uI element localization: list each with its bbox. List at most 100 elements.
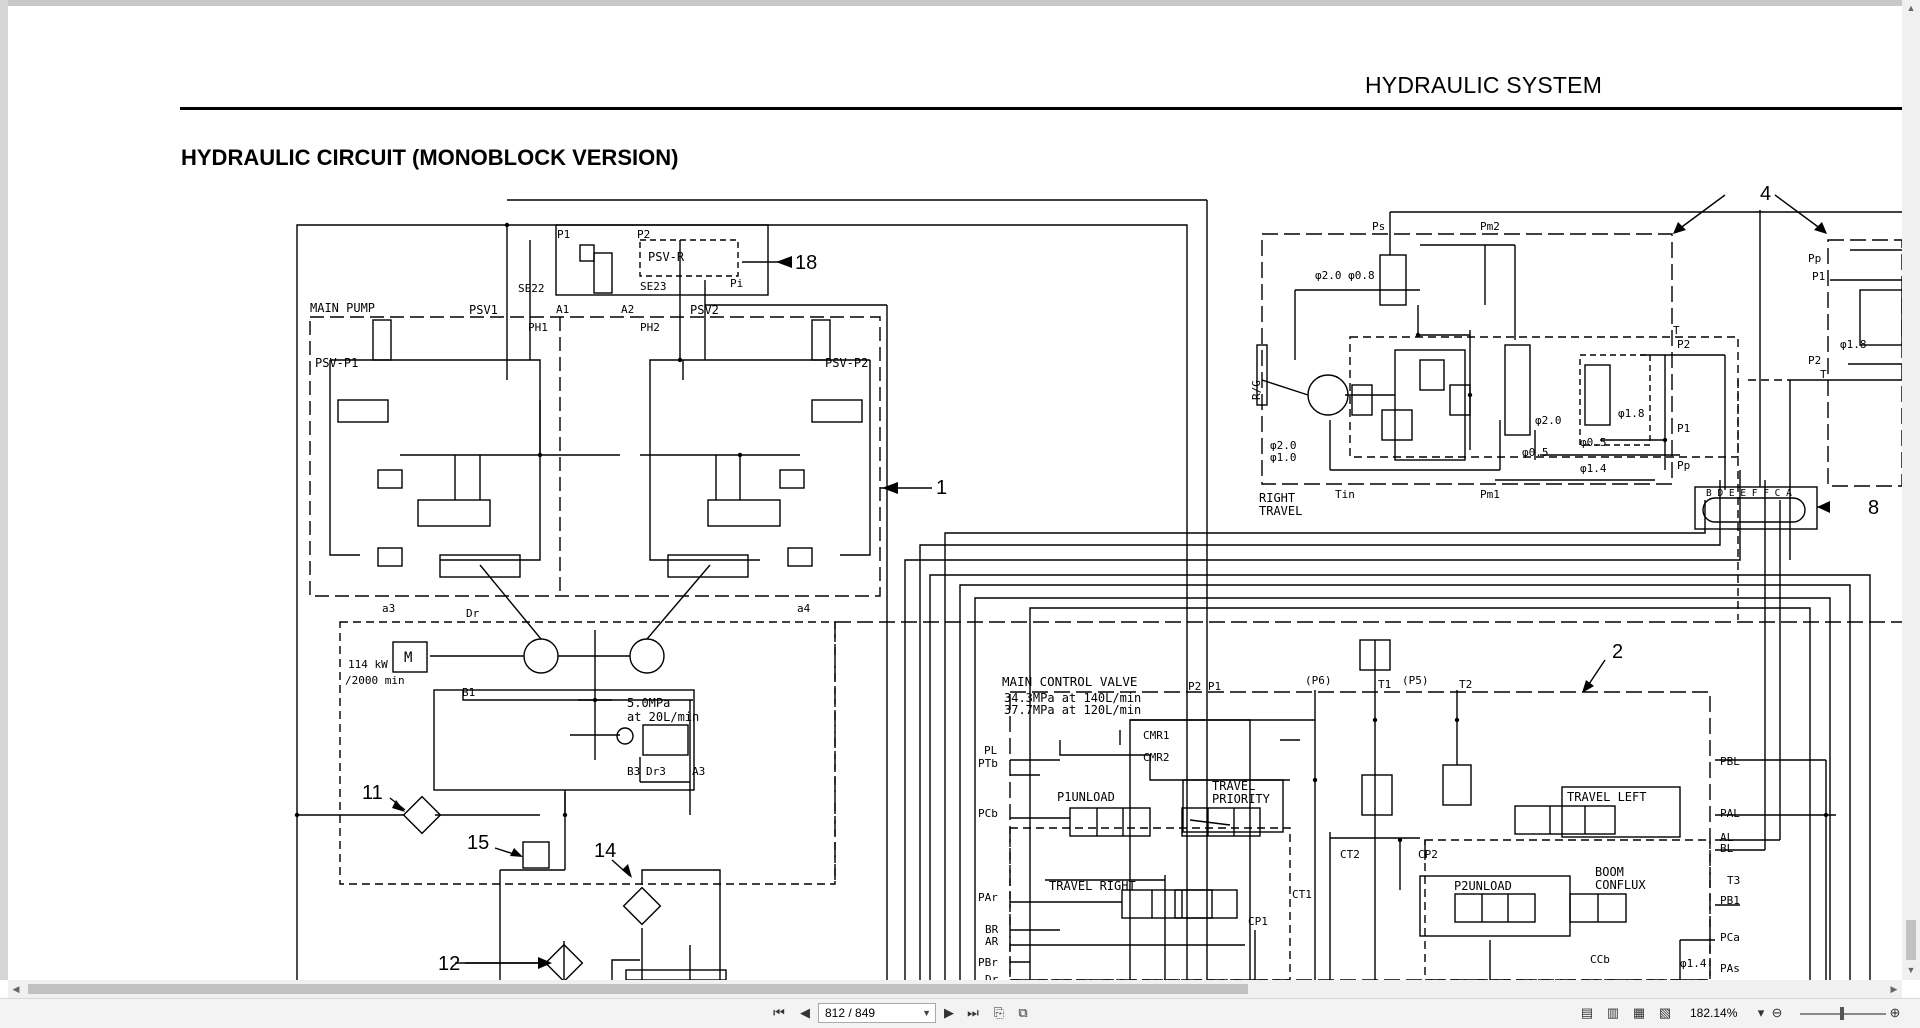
label-pbl: PBL xyxy=(1720,755,1740,768)
label-boom-conflux-1: BOOM xyxy=(1595,865,1624,879)
label-travel-right: TRAVEL RIGHT xyxy=(1049,879,1136,893)
last-page-icon[interactable]: ⏭ xyxy=(967,1005,979,1020)
label-cmr2: CMR2 xyxy=(1143,751,1170,764)
label-p1unload: P1UNLOAD xyxy=(1057,790,1115,804)
zoom-in-icon[interactable]: ⊕ xyxy=(1889,1005,1901,1020)
pump-unit-boundary xyxy=(339,621,836,885)
callout-18: 18 xyxy=(795,252,817,274)
previous-page-icon[interactable]: ◀ xyxy=(800,1005,810,1020)
travel-motor-symbol xyxy=(1307,374,1349,416)
pump-symbol-right xyxy=(629,638,665,674)
label-p5: (P5) xyxy=(1402,674,1429,687)
single-page-view-icon[interactable]: ▤ xyxy=(1580,1005,1594,1020)
zoom-level[interactable]: 182.14% xyxy=(1690,1006,1738,1020)
label-t-right: T xyxy=(1820,368,1827,381)
scroll-left-icon[interactable]: ◀ xyxy=(12,984,20,994)
label-main-pump: MAIN PUMP xyxy=(310,301,375,315)
chevron-down-icon[interactable]: ▼ xyxy=(922,1008,931,1018)
label-ptb: PTb xyxy=(978,757,998,770)
label-phi05b: φ0.5 xyxy=(1580,436,1607,449)
right-travel-boundary xyxy=(1261,233,1673,485)
horizontal-scroll-thumb[interactable] xyxy=(28,984,1248,994)
label-travel-left: TRAVEL LEFT xyxy=(1567,790,1646,804)
label-ct1: CT1 xyxy=(1292,888,1312,901)
label-br: BR xyxy=(985,923,999,936)
label-p1: P1 xyxy=(557,228,570,241)
document-viewport[interactable]: HYDRAULIC SYSTEM HYDRAULIC CIRCUIT (MONO… xyxy=(0,0,1920,980)
label-pas: PAs xyxy=(1720,962,1740,975)
label-ccb: CCb xyxy=(1590,953,1610,966)
section-title: HYDRAULIC CIRCUIT (MONOBLOCK VERSION) xyxy=(181,145,679,170)
vertical-scrollbar[interactable]: ▲ ▼ xyxy=(1902,0,1920,980)
first-page-icon[interactable]: ⏮ xyxy=(773,1005,785,1020)
label-phi10: φ1.0 xyxy=(1270,451,1297,464)
facing-view-icon[interactable]: ▦ xyxy=(1632,1005,1646,1020)
label-p2unload: P2UNLOAD xyxy=(1454,879,1512,893)
label-a2: A2 xyxy=(621,303,634,316)
label-phi14: φ1.4 xyxy=(1580,462,1607,475)
label-p2p1: P2 P1 xyxy=(1188,680,1221,693)
callout-2: 2 xyxy=(1612,641,1623,663)
label-pb1: PB1 xyxy=(1720,894,1740,907)
scroll-up-icon[interactable]: ▲ xyxy=(1906,3,1916,13)
travel-priority-spool xyxy=(1181,807,1261,837)
label-t1: T1 xyxy=(1378,678,1391,691)
continuous-view-icon[interactable]: ▥ xyxy=(1606,1005,1620,1020)
page-edge xyxy=(0,0,1920,6)
callout-leader xyxy=(1674,194,1726,233)
travel-right-spool xyxy=(1121,889,1213,919)
label-cp1: CP1 xyxy=(1248,915,1268,928)
label-phi05: φ0.5 xyxy=(1522,446,1549,459)
swivel-joint xyxy=(1694,486,1818,530)
label-right-travel-1: RIGHT xyxy=(1259,491,1295,505)
label-cmr1: CMR1 xyxy=(1143,729,1170,742)
label-p2-right: P2 xyxy=(1808,354,1821,367)
label-ph1: PH1 xyxy=(528,321,548,334)
label-p6: (P6) xyxy=(1305,674,1332,687)
label-boom-conflux-2: CONFLUX xyxy=(1595,878,1646,892)
callout-8: 8 xyxy=(1868,497,1879,519)
label-travel-priority-1: TRAVEL xyxy=(1212,779,1255,793)
label-p2-port: P2 xyxy=(1677,338,1690,351)
zoom-dropdown-icon[interactable]: ▾ xyxy=(1757,1005,1765,1020)
rotate-icon[interactable]: ⎘ xyxy=(993,1005,1005,1020)
page-number-input[interactable]: 812 / 849 ▼ xyxy=(818,1003,936,1023)
label-a3: a3 xyxy=(382,602,395,615)
page-edge xyxy=(0,0,8,980)
horizontal-scrollbar[interactable]: ◀ ▶ xyxy=(8,980,1902,998)
label-dr-lower: Dr xyxy=(985,973,999,980)
viewer-toolbar: ⏮ ◀ 812 / 849 ▼ ▶ ⏭ ⎘ ⧉ ▤ ▥ ▦ ▧ 182.14% … xyxy=(0,998,1920,1028)
zoom-slider-handle[interactable] xyxy=(1840,1007,1844,1020)
scroll-right-icon[interactable]: ▶ xyxy=(1890,984,1898,994)
motor-box xyxy=(392,641,428,673)
label-t3: T3 xyxy=(1727,874,1740,887)
label-flow: at 20L/min xyxy=(627,710,699,724)
label-b3: B3 xyxy=(627,765,640,778)
label-pcb: PCb xyxy=(978,807,998,820)
next-page-icon[interactable]: ▶ xyxy=(944,1005,954,1020)
label-ct2: CT2 xyxy=(1340,848,1360,861)
label-bl: BL xyxy=(1720,842,1734,855)
label-t2: T2 xyxy=(1459,678,1472,691)
label-a4: a4 xyxy=(797,602,811,615)
callout-leader xyxy=(1774,194,1826,233)
label-t-port: T xyxy=(1673,324,1680,337)
label-dr3: Dr3 xyxy=(646,765,666,778)
label-ph2: PH2 xyxy=(640,321,660,334)
zoom-out-icon[interactable]: ⊖ xyxy=(1771,1005,1783,1020)
hydraulic-circuit-diagram: MAIN PUMP PSV1 PSV2 PSV-P1 PSV-P2 PSV-R … xyxy=(294,183,1902,980)
scroll-down-icon[interactable]: ▼ xyxy=(1906,965,1916,975)
p2unload-spool xyxy=(1454,893,1536,923)
copy-icon[interactable]: ⧉ xyxy=(1018,1005,1028,1020)
label-phi14b: φ1.4 xyxy=(1680,957,1707,970)
label-speed: /2000 min xyxy=(345,674,405,687)
label-tin: Tin xyxy=(1335,488,1355,501)
label-dr: Dr xyxy=(466,607,480,620)
continuous-facing-view-icon[interactable]: ▧ xyxy=(1658,1005,1672,1020)
label-phi20b: φ2.0 xyxy=(1535,414,1562,427)
vertical-scroll-thumb[interactable] xyxy=(1906,920,1916,960)
label-al: AL xyxy=(1720,831,1734,844)
label-cp2: CP2 xyxy=(1418,848,1438,861)
label-psv-r: PSV-R xyxy=(648,250,685,264)
label-pl: PL xyxy=(984,744,998,757)
